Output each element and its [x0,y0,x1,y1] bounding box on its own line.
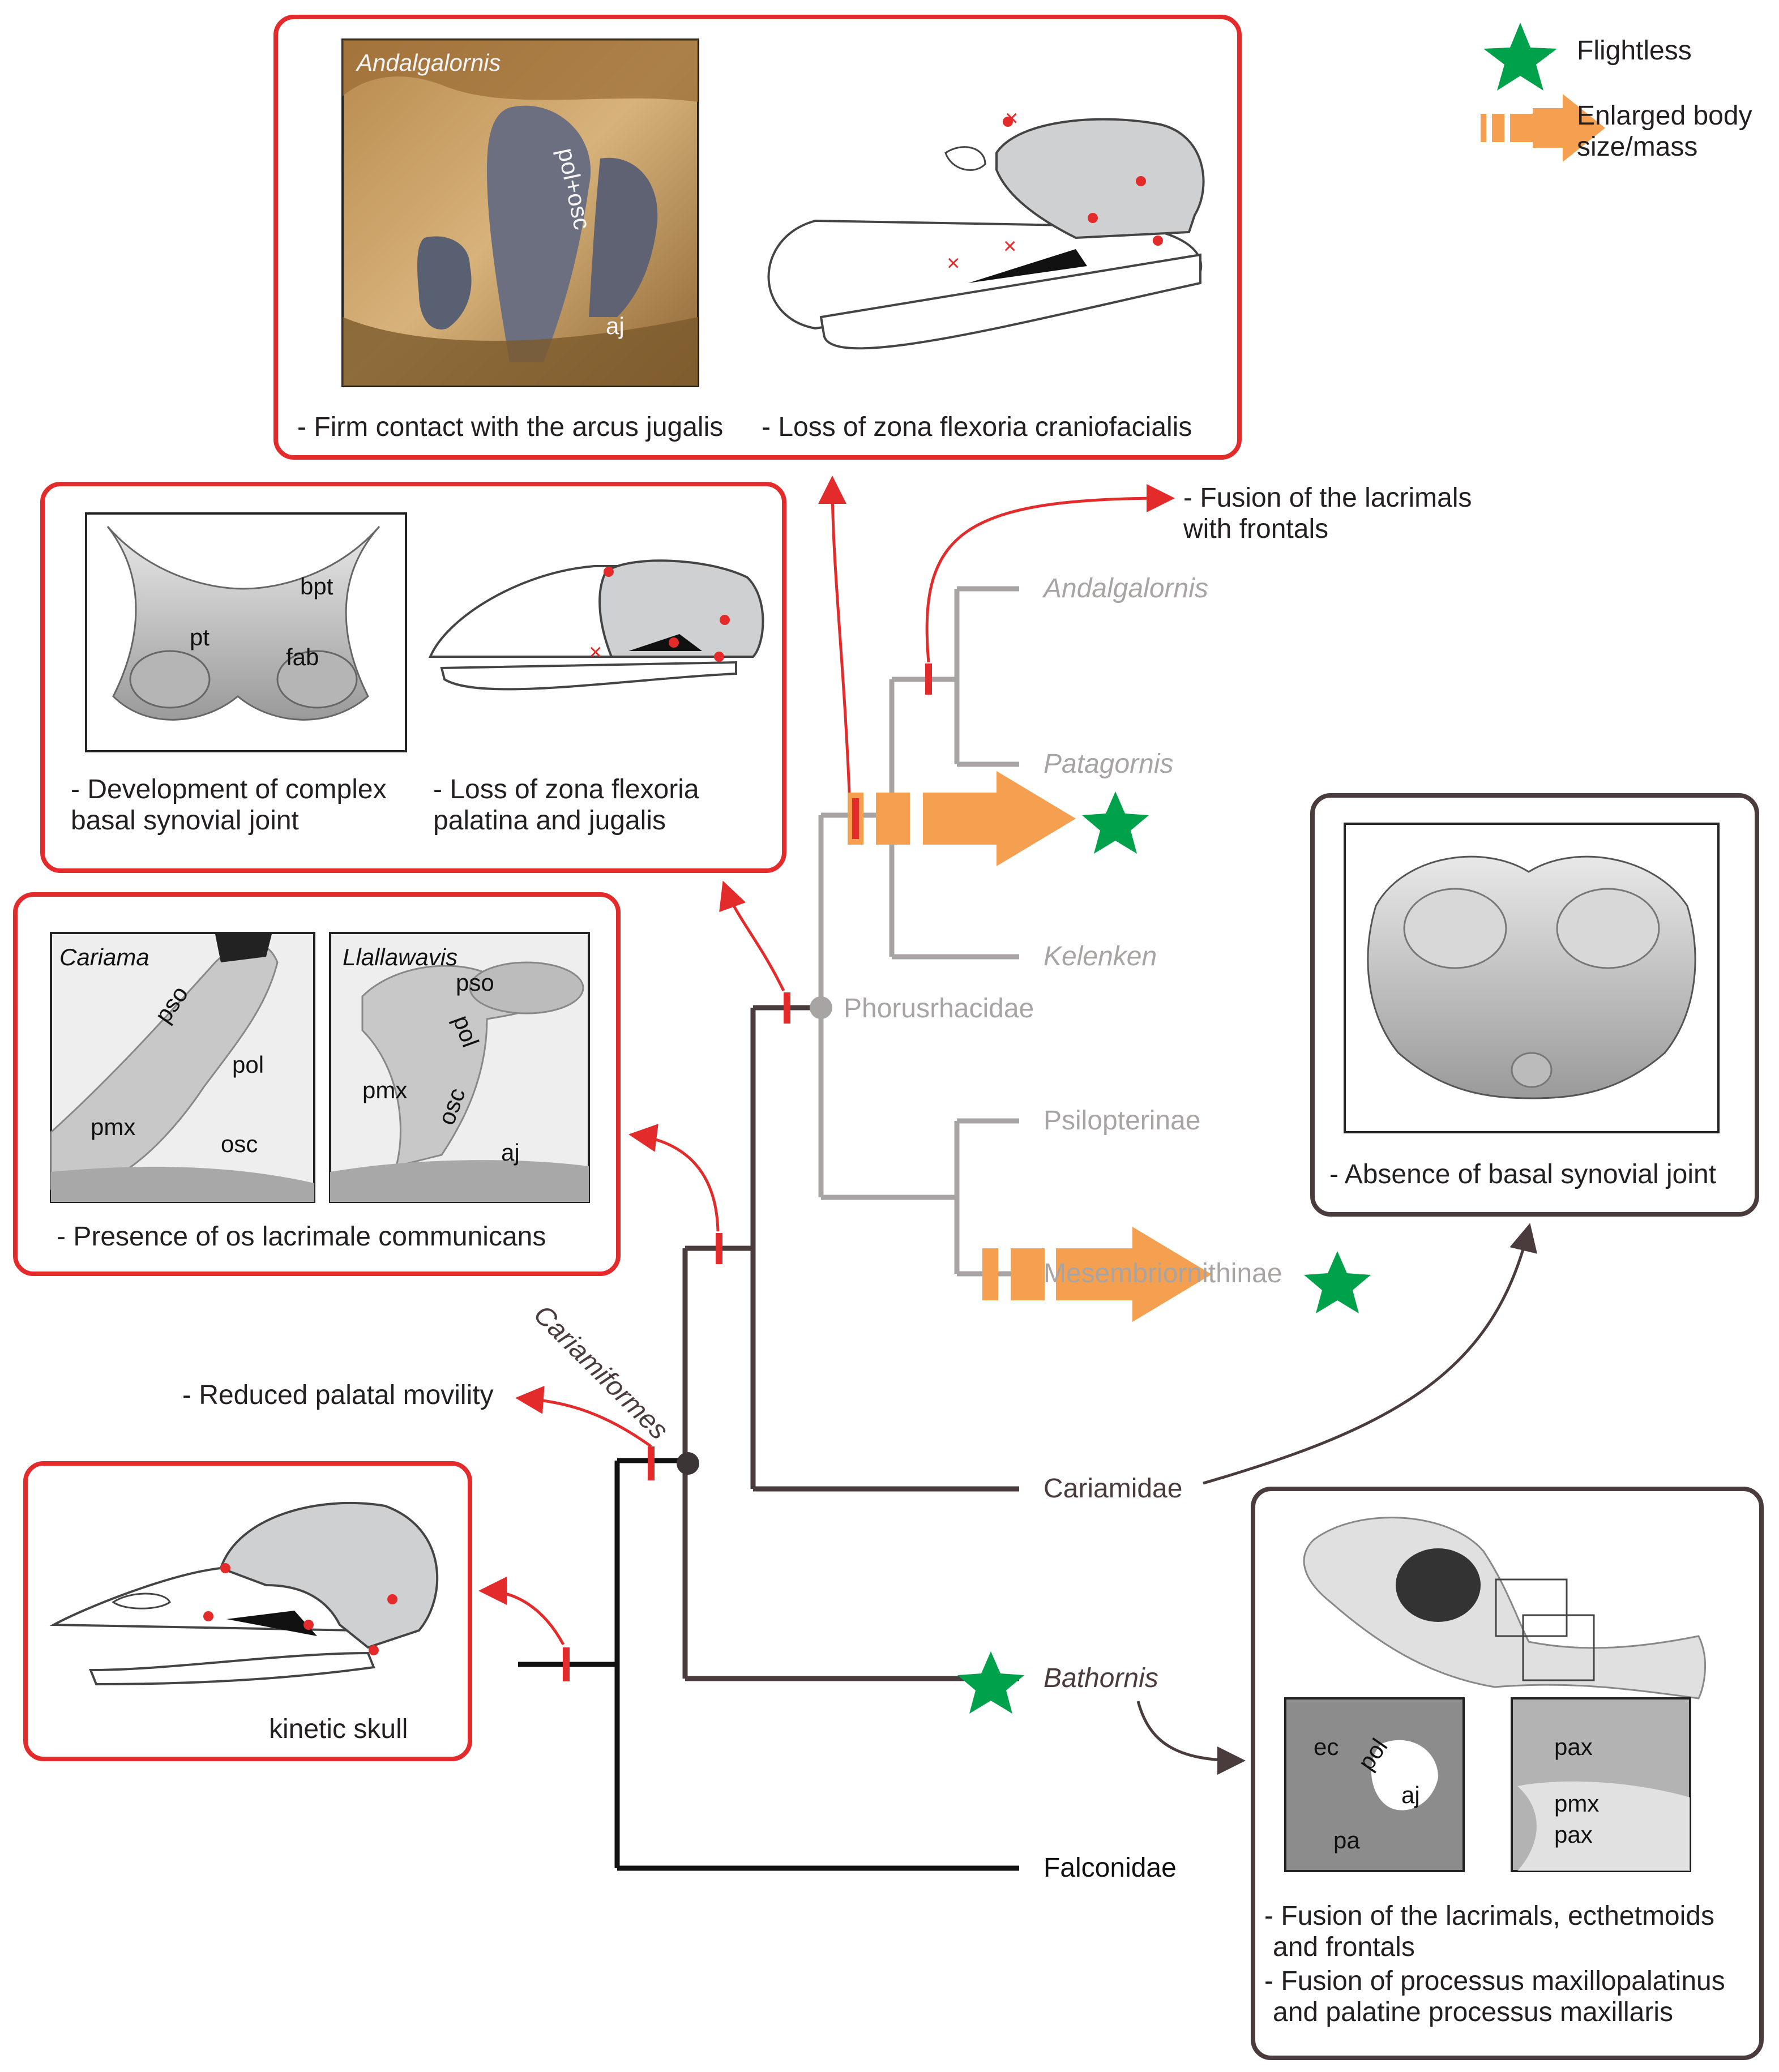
bathornis-caption-4: and palatine processus maxillaris [1273,1997,1673,2027]
bathornis-label-pax-1: pax [1554,1733,1593,1760]
taxon-cariamidae: Cariamidae [1044,1474,1182,1504]
kinetic-skull-drawing [49,1502,439,1686]
character-ticks [563,663,932,1681]
cariama-label-pmx: pmx [91,1114,135,1140]
svg-text:×: × [589,640,602,665]
arrow-to-lacrimals [925,484,1175,663]
taxon-kelenken: Kelenken [1044,941,1157,971]
arrow-to-lacrimale-box [628,1124,720,1232]
andalgalornis-caption-right: - Loss of zona flexoria craniofacialis [762,412,1192,442]
svg-text:×: × [1005,106,1018,131]
arrow-to-reduced-palatal [515,1385,652,1448]
box-basal-joint: bpt pt fab × - Development of complex ba… [40,482,786,873]
bathornis-ct-image [1303,1517,1706,1699]
arrow-to-cariamidae-box [1203,1223,1537,1485]
bathornis-label-pax-2: pax [1554,1821,1593,1848]
cariama-ct-image: Cariama pso pol pmx osc [50,932,315,1203]
basal-label-fab: fab [286,644,319,670]
cariama-label-osc: osc [221,1131,258,1157]
arrow-to-kinetic-box [478,1577,565,1646]
bathornis-detail-right: pax pmx pax [1511,1697,1691,1872]
bathornis-label-pa: pa [1333,1827,1360,1853]
box-lacrimale: Cariama pso pol pmx osc Llallawavis pso … [13,892,621,1276]
flightless-star-icon-mesem [1304,1251,1371,1313]
basal-label-bpt: bpt [300,573,333,600]
flightless-star-icon-large [1082,791,1149,854]
bathornis-caption-3: - Fusion of processus maxillopalatinus [1264,1966,1725,1996]
llallawavis-label-aj: aj [501,1139,520,1166]
basal-caption-right-2: palatina and jugalis [433,806,666,836]
svg-text:×: × [1003,234,1016,259]
legend: Flightless Enlarged body size/mass [1481,23,1752,162]
arrow-to-andal-box [818,476,851,793]
enlarged-marker-large [848,771,1149,866]
andalgalornis-skull-drawing: × × × [767,106,1205,350]
andalgalornis-caption-left: - Firm contact with the arcus jugalis [297,412,723,442]
basal-caption-right-1: - Loss of zona flexoria [433,774,699,804]
box-andalgalornis: Andalgalornis pol+osc aj × × × - Firm co… [273,15,1242,460]
andalgalornis-photo-title: Andalgalornis [355,49,501,76]
cariama-label-pol: pol [232,1051,264,1078]
legend-flightless: Flightless [1577,36,1692,66]
legend-enlarged-2: size/mass [1577,132,1697,162]
box-cariamidae: - Absence of basal synovial joint [1310,793,1759,1217]
arrow-to-basal-box [719,880,785,992]
taxon-bathornis: Bathornis [1044,1663,1158,1693]
taxon-phorusrhacidae: Phorusrhacidae [844,994,1034,1024]
annotation-reduced-palatal: - Reduced palatal movility [182,1380,494,1410]
bathornis-label-aj: aj [1401,1782,1420,1808]
taxon-andalgalornis: Andalgalornis [1042,573,1208,603]
svg-text:×: × [947,251,960,276]
llallawavis-label-pmx: pmx [362,1077,407,1103]
box-kinetic: kinetic skull [23,1461,472,1761]
enlarged-marker-mesembriornithinae [982,1227,1371,1322]
bathornis-label-pmx: pmx [1554,1790,1599,1817]
basal-joint-ct-image: bpt pt fab [85,512,407,752]
lacrimale-caption: - Presence of os lacrimale communicans [57,1222,546,1252]
taxon-patagornis: Patagornis [1044,749,1173,779]
llallawavis-ct-image: Llallawavis pso pol pmx osc aj [329,932,590,1203]
andalgalornis-photo: Andalgalornis pol+osc aj [341,38,699,387]
basal-joint-skull-drawing: × [428,559,764,691]
cariama-title: Cariama [59,944,149,970]
legend-enlarged-1: Enlarged body [1577,101,1752,131]
annotation-lacrimals-2: with frontals [1183,514,1328,544]
basal-label-pt: pt [190,624,209,650]
cariamidae-caption: - Absence of basal synovial joint [1329,1159,1716,1189]
bathornis-detail-left: ec pol aj pa [1284,1697,1465,1872]
taxon-mesembriornithinae: Mesembriornithinae [1044,1258,1282,1288]
arrow-to-bathornis-box [1136,1701,1246,1775]
andalgalornis-label-aj: aj [606,312,625,339]
annotation-lacrimals-1: - Fusion of the lacrimals [1183,483,1472,513]
llallawavis-title: Llallawavis [343,944,457,970]
bathornis-label-ec: ec [1314,1733,1338,1760]
flightless-star-icon [1483,23,1557,91]
taxon-falconidae: Falconidae [1044,1853,1177,1883]
arrows [478,476,1537,1775]
cariamidae-ct-image [1344,823,1720,1133]
taxon-psilopterinae: Psilopterinae [1044,1106,1201,1136]
kinetic-caption: kinetic skull [269,1714,408,1744]
bathornis-caption-1: - Fusion of the lacrimals, ecthetmoids [1264,1901,1714,1931]
llallawavis-label-pso: pso [456,969,494,996]
taxon-cariamiformes: Cariamiformes [528,1299,674,1445]
enlarged-body-arrow-icon [1481,94,1605,162]
basal-caption-left-1: - Development of complex [71,774,387,804]
node-cariamiformes [677,1452,699,1475]
box-bathornis: ec pol aj pa pax pmx pax - Fusion of the… [1251,1487,1764,2060]
basal-caption-left-2: basal synovial joint [71,806,299,836]
flightless-star-icon-bathornis [957,1651,1024,1714]
bathornis-caption-2: and frontals [1273,1932,1415,1962]
node-phorusrhacidae [810,996,832,1019]
